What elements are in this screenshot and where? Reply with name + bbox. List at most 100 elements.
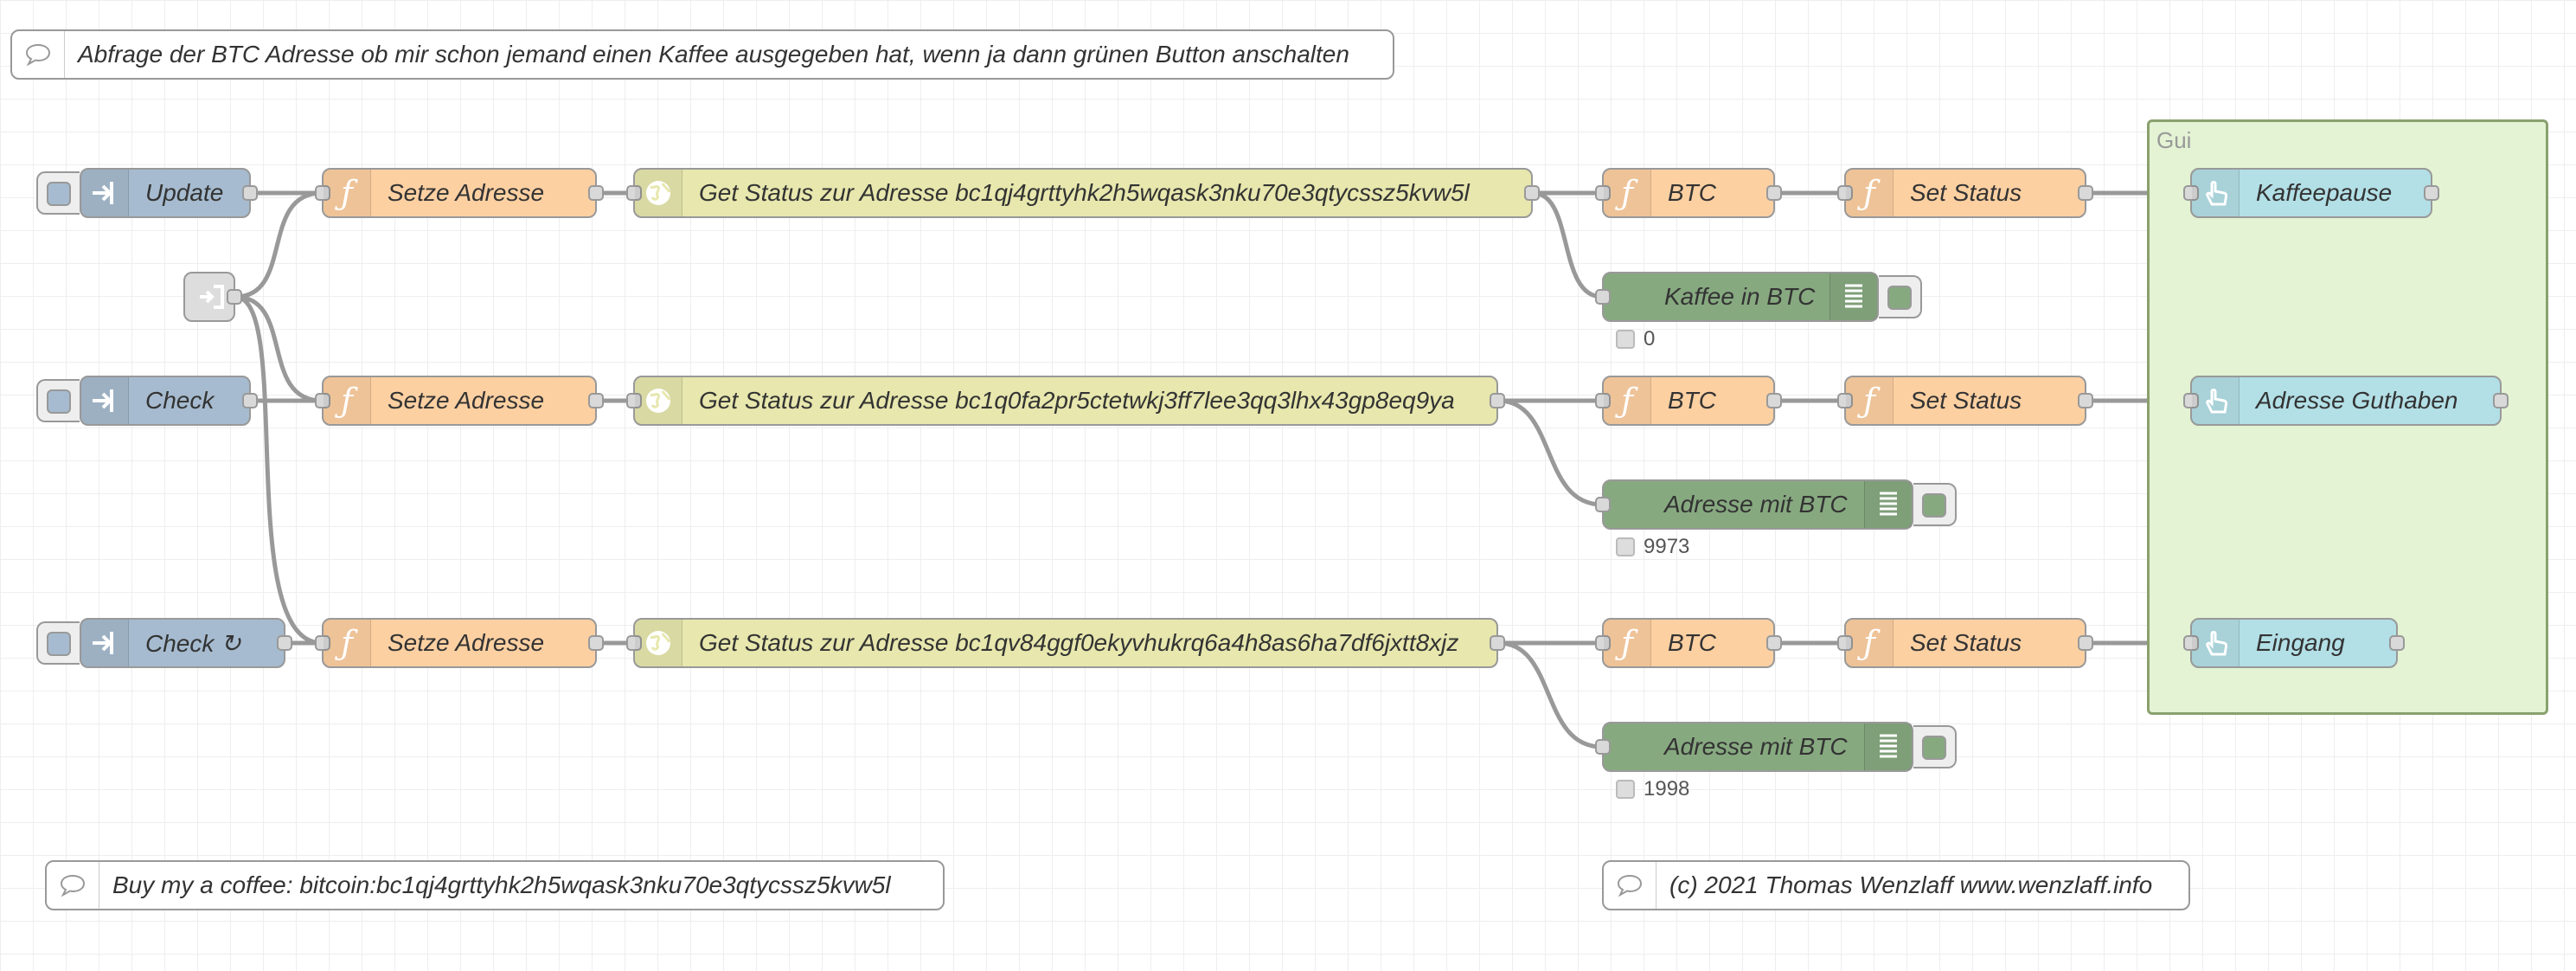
function-node-btc[interactable]: ƒ BTC [1595, 618, 1782, 668]
output-port[interactable] [1766, 185, 1782, 201]
output-port[interactable] [2424, 185, 2439, 201]
link-in-node[interactable] [183, 272, 242, 322]
output-port[interactable] [1490, 393, 1505, 408]
function-icon: ƒ [324, 170, 371, 216]
debug-toggle-button[interactable] [1913, 483, 1957, 526]
output-port[interactable] [227, 289, 242, 305]
http-request-node[interactable]: Get Status zur Adresse bc1qv84ggf0ekyvhu… [626, 618, 1505, 668]
input-port[interactable] [315, 393, 330, 408]
status-dot [1616, 537, 1635, 556]
input-port[interactable] [626, 393, 642, 408]
output-port[interactable] [2078, 393, 2093, 408]
ui-button-node-adresse-guthaben[interactable]: Adresse Guthaben [2183, 376, 2509, 426]
group-label: Gui [2156, 127, 2192, 153]
inject-trigger-button[interactable] [36, 171, 80, 215]
debug-node-adresse-mit-btc[interactable]: Adresse mit BTC [1595, 479, 1957, 530]
comment-text: Abfrage der BTC Adresse ob mir schon jem… [78, 41, 1349, 68]
output-port[interactable] [588, 185, 604, 201]
input-port[interactable] [315, 185, 330, 201]
inject-trigger-button[interactable] [36, 379, 80, 422]
node-label: Update [145, 179, 224, 206]
function-icon: ƒ [1846, 377, 1894, 424]
output-port[interactable] [242, 185, 258, 201]
input-port[interactable] [1595, 497, 1611, 512]
inject-node-check-repeat[interactable]: Check ↻ [36, 618, 292, 668]
input-port[interactable] [1595, 185, 1611, 201]
input-port[interactable] [1837, 635, 1853, 651]
comment-text: (c) 2021 Thomas Wenzlaff www.wenzlaff.in… [1669, 871, 2153, 898]
inject-node-check[interactable]: Check [36, 376, 258, 426]
output-port[interactable] [588, 393, 604, 408]
node-label: Check [145, 387, 215, 414]
buy-coffee-comment-node[interactable]: Buy my a coffee: bitcoin:bc1qj4grttyhk2h… [45, 860, 945, 910]
header-comment-node[interactable]: Abfrage der BTC Adresse ob mir schon jem… [10, 29, 1394, 80]
input-port[interactable] [2183, 185, 2199, 201]
function-node-set-status[interactable]: ƒ Set Status [1837, 618, 2093, 668]
input-port[interactable] [1837, 393, 1853, 408]
input-port[interactable] [1837, 185, 1853, 201]
output-port[interactable] [2078, 635, 2093, 651]
node-label: Setze Adresse [388, 629, 545, 656]
output-port[interactable] [588, 635, 604, 651]
node-label: Adresse Guthaben [2256, 387, 2458, 414]
node-label: BTC [1668, 629, 1716, 656]
link-in-icon [185, 273, 237, 320]
output-port[interactable] [242, 393, 258, 408]
node-label: Get Status zur Adresse bc1q0fa2pr5ctetwk… [699, 387, 1455, 414]
list-icon [1864, 481, 1912, 528]
debug-node-kaffee-in-btc[interactable]: Kaffee in BTC [1595, 272, 1922, 322]
debug-node-adresse-mit-btc[interactable]: Adresse mit BTC [1595, 722, 1957, 772]
function-node-setze-adresse[interactable]: ƒ Setze Adresse [315, 376, 604, 426]
input-port[interactable] [315, 635, 330, 651]
function-node-btc[interactable]: ƒ BTC [1595, 376, 1782, 426]
function-node-set-status[interactable]: ƒ Set Status [1837, 376, 2093, 426]
node-label: BTC [1668, 387, 1716, 414]
ui-button-node-kaffeepause[interactable]: Kaffeepause [2183, 168, 2439, 218]
function-node-btc[interactable]: ƒ BTC [1595, 168, 1782, 218]
output-port[interactable] [1490, 635, 1505, 651]
debug-toggle-button[interactable] [1879, 275, 1922, 318]
node-status: 9973 [1616, 535, 1689, 559]
function-node-setze-adresse[interactable]: ƒ Setze Adresse [315, 618, 604, 668]
input-port[interactable] [1595, 393, 1611, 408]
node-label: Adresse mit BTC [1664, 491, 1848, 518]
node-label: BTC [1668, 179, 1716, 206]
input-port[interactable] [1595, 739, 1611, 755]
arrow-in-icon [81, 377, 129, 424]
inject-trigger-button[interactable] [36, 621, 80, 665]
arrow-in-icon [81, 170, 129, 216]
output-port[interactable] [1766, 393, 1782, 408]
output-port[interactable] [2493, 393, 2509, 408]
output-port[interactable] [2078, 185, 2093, 201]
inject-node-update[interactable]: Update [36, 168, 258, 218]
debug-toggle-button[interactable] [1913, 725, 1957, 768]
input-port[interactable] [1595, 635, 1611, 651]
output-port[interactable] [1524, 185, 1540, 201]
input-port[interactable] [2183, 635, 2199, 651]
copyright-comment-node[interactable]: (c) 2021 Thomas Wenzlaff www.wenzlaff.in… [1602, 860, 2190, 910]
input-port[interactable] [2183, 393, 2199, 408]
input-port[interactable] [1595, 289, 1611, 305]
node-label: Kaffeepause [2256, 179, 2393, 206]
node-label: Setze Adresse [388, 179, 545, 206]
list-icon [1829, 273, 1877, 320]
http-request-node[interactable]: Get Status zur Adresse bc1q0fa2pr5ctetwk… [626, 376, 1505, 426]
ui-button-node-eingang[interactable]: Eingang [2183, 618, 2405, 668]
node-label: Set Status [1910, 179, 2022, 206]
status-dot [1616, 330, 1635, 349]
output-port[interactable] [277, 635, 292, 651]
input-port[interactable] [626, 185, 642, 201]
wire [1532, 190, 1603, 299]
function-icon: ƒ [324, 620, 371, 666]
node-status: 0 [1616, 327, 1655, 351]
comment-icon [12, 31, 65, 78]
hand-pointer-icon [2192, 377, 2240, 424]
output-port[interactable] [2389, 635, 2405, 651]
node-label: Kaffee in BTC [1664, 283, 1816, 310]
function-node-set-status[interactable]: ƒ Set Status [1837, 168, 2093, 218]
http-request-node[interactable]: Get Status zur Adresse bc1qj4grttyhk2h5w… [626, 168, 1540, 218]
function-node-setze-adresse[interactable]: ƒ Setze Adresse [315, 168, 604, 218]
wire [1497, 640, 1603, 749]
output-port[interactable] [1766, 635, 1782, 651]
input-port[interactable] [626, 635, 642, 651]
